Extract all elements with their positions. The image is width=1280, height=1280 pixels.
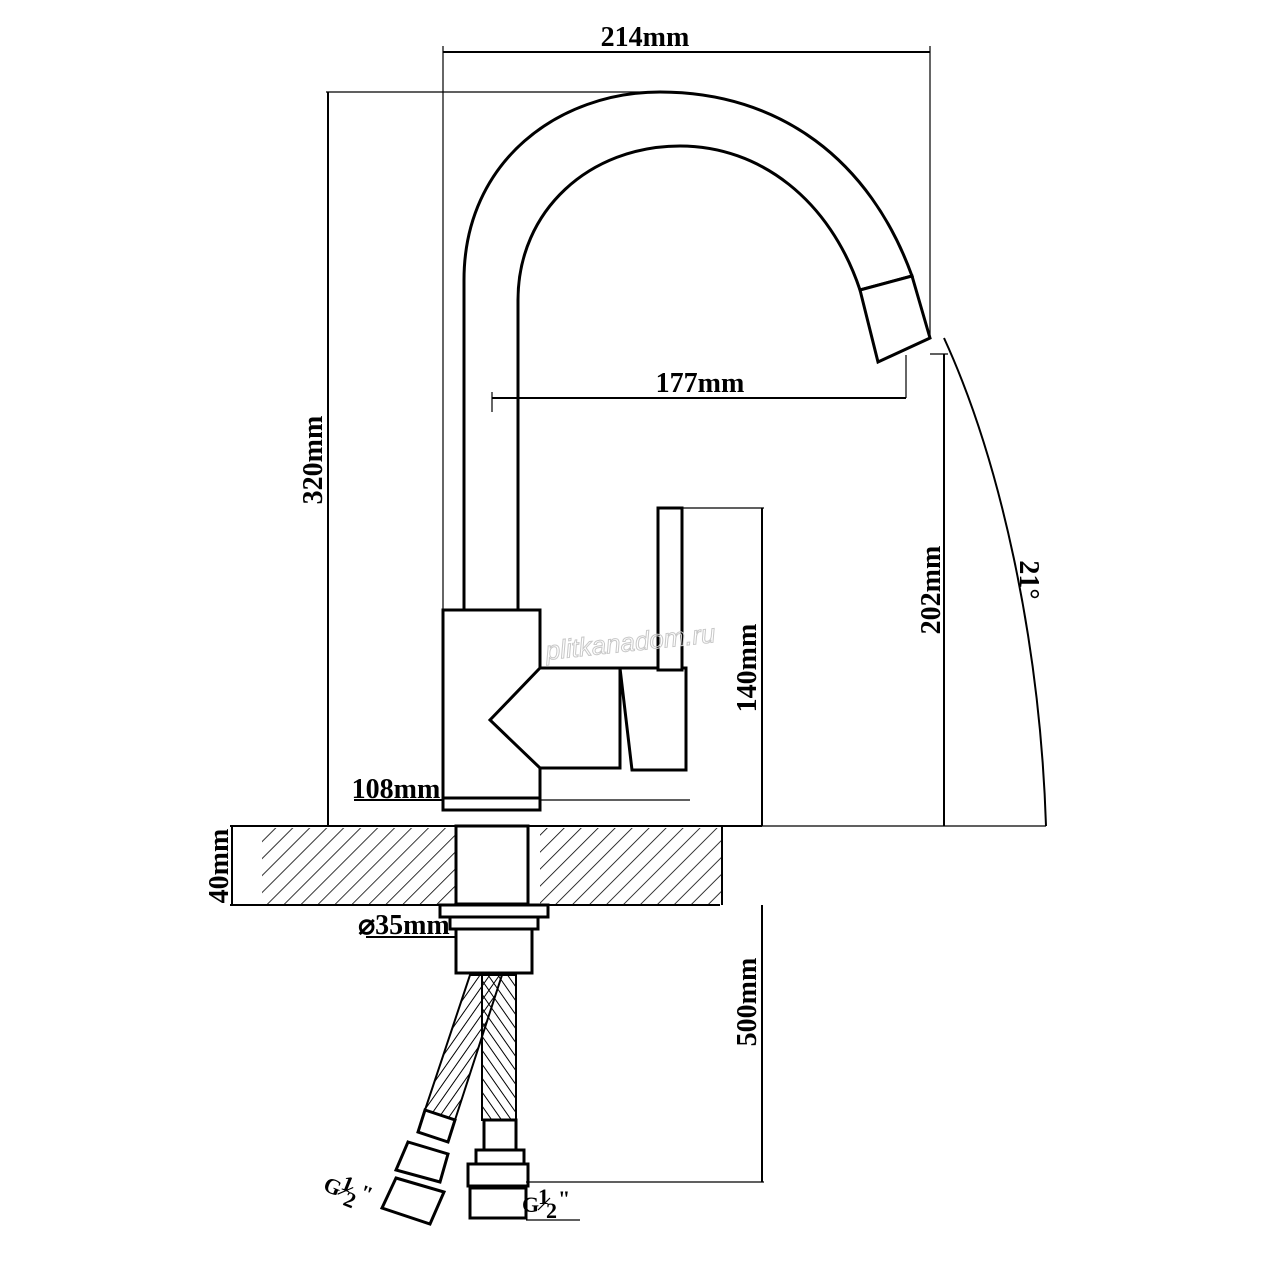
dimension-lines	[231, 46, 1047, 1221]
dim-hose-length: 500mm	[732, 958, 763, 1047]
dim-base-width: 108mm	[352, 774, 441, 805]
watermark-text: plitkanadom.ru	[543, 618, 717, 666]
thread-label-right: G 1 2 "	[522, 1184, 570, 1223]
dim-spout-height: 202mm	[916, 546, 947, 635]
dim-spout-reach: 177mm	[656, 368, 745, 399]
thread-label-left: G 1 2 "	[320, 1170, 377, 1213]
thread-right-num: 1	[538, 1184, 549, 1209]
dim-height-total: 320mm	[298, 416, 329, 505]
supply-hoses	[379, 974, 530, 1226]
dim-counter-thickness: 40mm	[204, 829, 235, 904]
thread-right-prefix: G	[522, 1192, 539, 1217]
dim-width-total: 214mm	[601, 22, 690, 53]
thread-right-den: 2	[546, 1198, 557, 1223]
thread-right-suffix: "	[558, 1186, 570, 1211]
dim-hole-diameter: ⌀35mm	[358, 910, 450, 941]
thread-left-suffix: "	[356, 1179, 377, 1207]
dim-tilt-angle: 21°	[1013, 560, 1044, 599]
dim-handle-height: 140mm	[732, 624, 763, 713]
